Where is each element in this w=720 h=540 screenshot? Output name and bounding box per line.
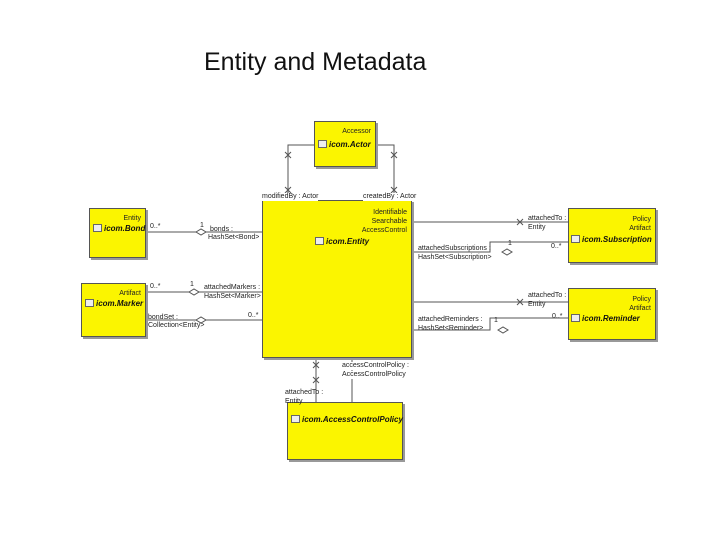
entity-name: icom.Entity bbox=[315, 237, 369, 246]
diamond-subscription bbox=[501, 248, 513, 256]
class-access-control-policy[interactable]: icom.AccessControlPolicy bbox=[287, 402, 403, 460]
entity-stereotype-2: Searchable bbox=[371, 218, 407, 225]
marker-name: icom.Marker bbox=[85, 299, 143, 308]
x-created bbox=[390, 186, 398, 194]
mult-reminder-many: 0..* bbox=[552, 313, 563, 320]
label-attached-reminders-a: attachedReminders : bbox=[418, 316, 483, 323]
label-attached-markers-b: HashSet<Marker> bbox=[204, 293, 261, 300]
class-subscription[interactable]: Policy Artifact icom.Subscription bbox=[568, 208, 656, 263]
x-reminder bbox=[516, 298, 524, 306]
bond-stereotype: Entity bbox=[123, 215, 141, 222]
diamond-bondset bbox=[195, 316, 207, 324]
label-attached-to-reminder-a: attachedTo : bbox=[528, 292, 567, 299]
label-bond-set-a: bondSet : bbox=[148, 314, 178, 321]
x-modified bbox=[284, 186, 292, 194]
modified-by-line bbox=[287, 144, 316, 200]
x-acp-entity bbox=[312, 361, 320, 369]
mult-bond-side: 0..* bbox=[150, 223, 161, 230]
entity-stereotype-1: Identifiable bbox=[373, 209, 407, 216]
subscription-stereotype-2: Artifact bbox=[629, 225, 651, 232]
diamond-marker bbox=[188, 288, 200, 296]
class-entity[interactable]: Identifiable Searchable AccessControl ic… bbox=[262, 200, 412, 358]
entity-stereotype-3: AccessControl bbox=[361, 227, 407, 234]
label-attached-subscriptions-b: HashSet<Subscription> bbox=[418, 254, 492, 261]
actor-name: icom.Actor bbox=[318, 140, 371, 149]
x-subscription bbox=[516, 218, 524, 226]
label-created-by: createdBy : Actor bbox=[363, 193, 417, 201]
x-actor-modified bbox=[284, 151, 292, 159]
diamond-bond bbox=[195, 228, 207, 236]
mult-subscription-one: 1 bbox=[508, 240, 512, 247]
label-bonds-a: bonds : bbox=[210, 226, 233, 233]
actor-stereotype: Accessor bbox=[342, 128, 371, 135]
label-attached-to-acp-a: attachedTo : bbox=[285, 389, 324, 396]
label-access-control-policy-type: AccessControlPolicy bbox=[342, 371, 406, 379]
reminder-stereotype-1: Policy bbox=[632, 296, 651, 303]
label-attached-to-reminder-b: Entity bbox=[528, 301, 546, 308]
class-actor[interactable]: Accessor icom.Actor bbox=[314, 121, 376, 167]
diamond-reminder bbox=[497, 326, 509, 334]
class-bond[interactable]: Entity icom.Bond bbox=[89, 208, 146, 258]
mult-subscription-many: 0..* bbox=[551, 243, 562, 250]
mult-reminder-one: 1 bbox=[494, 317, 498, 324]
reminder-stereotype-2: Artifact bbox=[629, 305, 651, 312]
x-actor-created bbox=[390, 151, 398, 159]
reminder-name: icom.Reminder bbox=[571, 314, 640, 323]
page-title: Entity and Metadata bbox=[204, 48, 427, 76]
mult-marker-side: 0..* bbox=[150, 283, 161, 290]
label-bond-set-b: Collection<Entity> bbox=[148, 322, 205, 329]
mult-marker-one: 1 bbox=[190, 281, 194, 288]
label-attached-to-acp-b: Entity bbox=[285, 398, 303, 405]
marker-stereotype: Artifact bbox=[119, 290, 141, 297]
mult-bond-one: 1 bbox=[200, 222, 204, 229]
attached-reminders-line bbox=[412, 317, 568, 331]
acp-name: icom.AccessControlPolicy bbox=[291, 415, 403, 424]
label-modified-by: modifiedBy : Actor bbox=[262, 193, 319, 201]
label-attached-to-subscription-b: Entity bbox=[528, 224, 546, 231]
mult-marker-many: 0..* bbox=[248, 312, 259, 319]
label-bonds-b: HashSet<Bond> bbox=[208, 234, 260, 241]
class-marker[interactable]: Artifact icom.Marker bbox=[81, 283, 146, 337]
label-attached-markers-a: attachedMarkers : bbox=[204, 284, 261, 291]
subscription-stereotype-1: Policy bbox=[632, 216, 651, 223]
created-by-line bbox=[375, 144, 395, 200]
bond-name: icom.Bond bbox=[93, 224, 145, 233]
label-attached-reminders-b: HashSet<Reminder> bbox=[418, 325, 484, 332]
class-reminder[interactable]: Policy Artifact icom.Reminder bbox=[568, 288, 656, 340]
label-access-control-policy: accessControlPolicy : bbox=[342, 362, 409, 370]
subscription-name: icom.Subscription bbox=[571, 235, 652, 244]
attached-subscriptions-line bbox=[412, 241, 568, 253]
label-attached-subscriptions-a: attachedSubscriptions : bbox=[418, 245, 491, 252]
x-acp bbox=[312, 376, 320, 384]
label-attached-to-subscription-a: attachedTo : bbox=[528, 215, 567, 222]
